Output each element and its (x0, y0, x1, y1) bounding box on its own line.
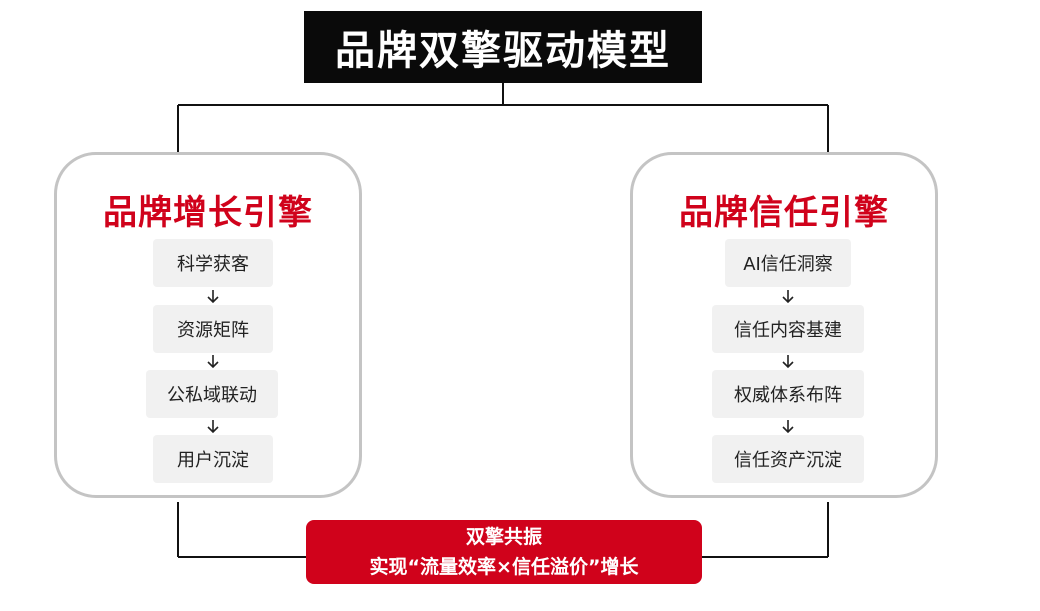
growth-step-1: 科学获客 (153, 239, 273, 287)
trust-engine-panel: 品牌信任引擎 AI信任洞察 信任内容基建 权威体系布阵 信任资产沉淀 (630, 152, 938, 498)
arrow-down-icon (782, 290, 794, 304)
arrow-down-icon (782, 355, 794, 369)
resonance-subtitle: 实现“流量效率×信任溢价”增长 (369, 556, 639, 578)
arrow-down-icon (207, 290, 219, 304)
trust-step-2: 信任内容基建 (712, 305, 864, 353)
dual-engine-resonance-box: 双擎共振 实现“流量效率×信任溢价”增长 (306, 520, 702, 584)
model-title: 品牌双擎驱动模型 (304, 11, 702, 83)
growth-step-4: 用户沉淀 (153, 435, 273, 483)
trust-engine-title: 品牌信任引擎 (679, 193, 889, 233)
growth-step-3: 公私域联动 (146, 370, 278, 418)
arrow-down-icon (782, 420, 794, 434)
trust-step-4: 信任资产沉淀 (712, 435, 864, 483)
growth-step-2: 资源矩阵 (153, 305, 273, 353)
trust-step-1: AI信任洞察 (725, 239, 851, 287)
growth-engine-title: 品牌增长引擎 (103, 193, 313, 233)
arrow-down-icon (207, 355, 219, 369)
trust-step-3: 权威体系布阵 (712, 370, 864, 418)
growth-engine-panel: 品牌增长引擎 科学获客 资源矩阵 公私域联动 用户沉淀 (54, 152, 362, 498)
arrow-down-icon (207, 420, 219, 434)
resonance-heading: 双擎共振 (465, 526, 542, 548)
